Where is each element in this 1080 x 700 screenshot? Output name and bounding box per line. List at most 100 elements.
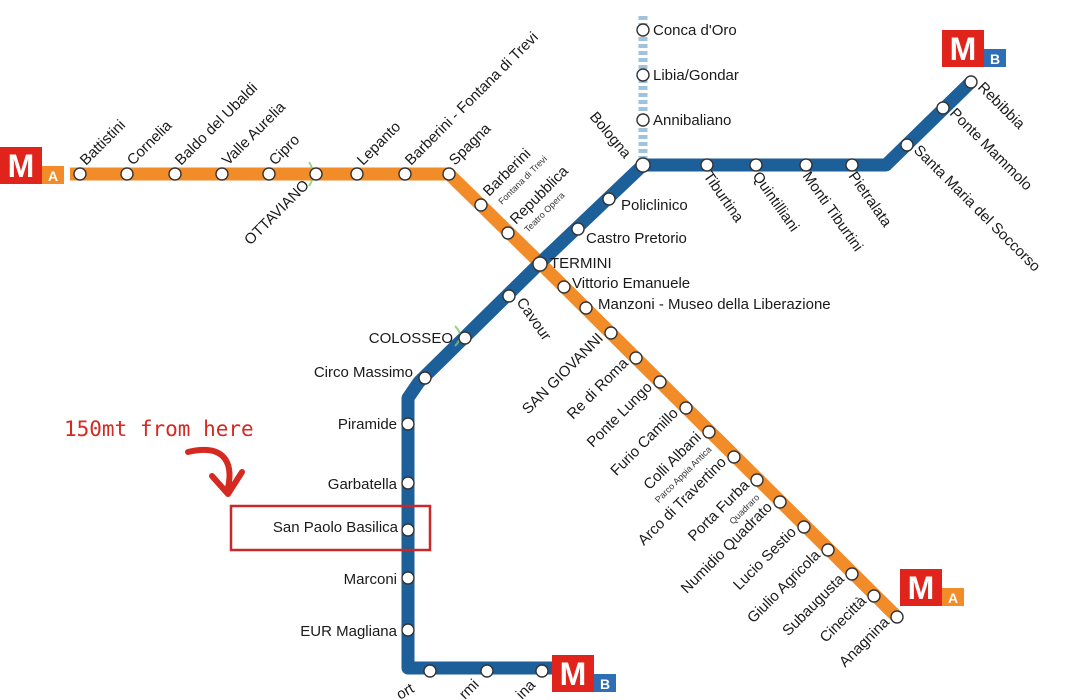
station-dot-barberini-trevi[interactable] [398, 167, 412, 181]
logo-line-b-north: M B [942, 30, 1006, 67]
station-label: Circo Massimo [314, 364, 413, 381]
line-b1-labels: Conca d'Oro Libia/Gondar Annibaliano [653, 22, 739, 129]
station-dot-san-giovanni[interactable] [604, 326, 618, 340]
logo-m-letter: M [560, 656, 587, 692]
station-dot-quintilliani[interactable] [749, 158, 763, 172]
station-dot-conca-doro[interactable] [636, 23, 650, 37]
station-dot-colosseo[interactable] [458, 331, 472, 345]
station-label: Libia/Gondar [653, 67, 739, 84]
logo-line-letter: A [948, 590, 958, 606]
station-dot-termini[interactable] [532, 256, 548, 272]
station-dot-ponte-lungo[interactable] [653, 375, 667, 389]
station-dot-garbatella[interactable] [401, 476, 415, 490]
logo-line-a-west: M A [0, 147, 64, 184]
transfer-marks [308, 161, 461, 347]
station-label: TERMINI [550, 255, 612, 272]
station-dot-rmi[interactable] [480, 664, 494, 678]
logo-m-letter: M [950, 31, 977, 67]
logo-m-box [900, 569, 942, 606]
highlight-box [229, 504, 432, 552]
station-dot-rebibbia[interactable] [964, 75, 978, 89]
station-label: Santa Maria del Soccorso [910, 142, 1043, 275]
station-dot-battistini[interactable] [73, 167, 87, 181]
station-dot-barberini[interactable] [474, 198, 488, 212]
station-label: Garbatella [328, 476, 398, 493]
station-dot-porta-furba[interactable] [750, 473, 764, 487]
station-dot-baldo[interactable] [168, 167, 182, 181]
station-dot-giulio[interactable] [821, 543, 835, 557]
logo-m-box [0, 147, 42, 184]
station-label: Policlinico [621, 197, 688, 214]
station-dot-numidio[interactable] [773, 495, 787, 509]
station-dot-lucio-sestio[interactable] [797, 520, 811, 534]
station-dot-re-di-roma[interactable] [629, 351, 643, 365]
logo-m-box [942, 30, 984, 67]
logo-line-a-south: M A [900, 569, 964, 606]
station-label: Battistini [77, 117, 129, 169]
logo-line-box [42, 166, 64, 184]
station-label: Castro Pretorio [586, 230, 687, 247]
station-dot-vittorio[interactable] [557, 280, 571, 294]
station-dot-subaugusta[interactable] [845, 567, 859, 581]
station-dot-eur-magliana[interactable] [401, 623, 415, 637]
station-dot-pietralata[interactable] [845, 158, 859, 172]
station-dot-ina[interactable] [535, 664, 549, 678]
station-dot-libia[interactable] [636, 68, 650, 82]
station-dot-colli-albani[interactable] [702, 425, 716, 439]
station-label: Lepanto [354, 118, 404, 168]
logo-line-box [594, 674, 616, 692]
station-dot-ort[interactable] [423, 664, 437, 678]
station-dot-ponte-mammolo[interactable] [936, 101, 950, 115]
station-label: Tiburtina [700, 169, 747, 227]
station-dot-marconi[interactable] [401, 571, 415, 585]
station-label: Baldo del Ubaldi [172, 80, 261, 169]
annotation-arrow [185, 446, 233, 491]
station-label: Vittorio Emanuele [572, 275, 690, 292]
annotation: 150mt from here [64, 417, 432, 552]
station-dot-santa-maria[interactable] [900, 138, 914, 152]
station-dot-valle-aurelia[interactable] [215, 167, 229, 181]
station-dot-cornelia[interactable] [120, 167, 134, 181]
logo-line-box [984, 49, 1006, 67]
station-label: ina [513, 676, 540, 700]
logo-line-letter: B [990, 51, 1000, 67]
station-dot-cavour[interactable] [502, 289, 516, 303]
station-dot-monti-tiburtini[interactable] [799, 158, 813, 172]
station-label: OTTAVIANO [241, 177, 313, 249]
station-label: Cornelia [124, 117, 176, 169]
station-dot-castro-pretorio[interactable] [571, 222, 585, 236]
station-dot-repubblica[interactable] [501, 226, 515, 240]
line-a-labels: Battistini Cornelia Baldo del Ubaldi Val… [77, 29, 893, 671]
annotation-text: 150mt from here [64, 417, 254, 441]
station-dot-annibaliano[interactable] [636, 113, 650, 127]
station-dot-cipro[interactable] [262, 167, 276, 181]
station-dot-lepanto[interactable] [350, 167, 364, 181]
station-dot-spagna[interactable] [442, 167, 456, 181]
station-label: ort [394, 680, 418, 700]
logo-m-letter: M [908, 570, 935, 606]
station-dot-manzoni[interactable] [579, 301, 593, 315]
station-dot-tiburtina[interactable] [700, 158, 714, 172]
logo-line-letter: B [600, 676, 610, 692]
station-circles [73, 23, 978, 678]
station-dot-furio-camillo[interactable] [679, 401, 693, 415]
line-a-track [70, 167, 902, 622]
station-dot-piramide[interactable] [401, 417, 415, 431]
station-label: Quintilliani [749, 169, 803, 235]
station-dot-arco[interactable] [727, 450, 741, 464]
station-dot-anagnina[interactable] [890, 610, 904, 624]
station-label: Conca d'Oro [653, 22, 737, 39]
station-dot-policlinico[interactable] [602, 192, 616, 206]
station-label: COLOSSEO [369, 330, 453, 347]
station-dot-bologna[interactable] [635, 157, 651, 173]
station-label: Bologna [586, 109, 635, 163]
station-dot-ottaviano[interactable] [309, 167, 323, 181]
station-dot-cinecitta[interactable] [867, 589, 881, 603]
station-dot-san-paolo[interactable] [401, 523, 415, 537]
station-label: Cipro [266, 131, 303, 168]
logo-line-box [942, 588, 964, 606]
logo-m-letter: M [8, 148, 35, 184]
station-dot-circo-massimo[interactable] [418, 371, 432, 385]
station-label: rmi [456, 676, 483, 700]
